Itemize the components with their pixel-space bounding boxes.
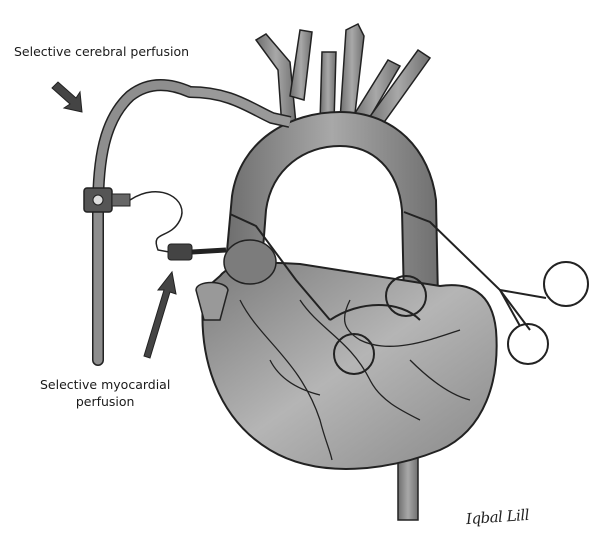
label-selective-cerebral-perfusion: Selective cerebral perfusion xyxy=(14,43,189,60)
label-myocardial-line1: Selective myocardial xyxy=(40,376,170,393)
stopcock-icon xyxy=(84,188,130,212)
aortic-root xyxy=(224,240,276,284)
cannula-icon xyxy=(168,244,226,260)
label-selective-myocardial-perfusion: Selective myocardial perfusion xyxy=(40,376,170,410)
heart xyxy=(202,263,496,469)
cerebral-arrow xyxy=(52,82,82,112)
myocardial-arrow xyxy=(144,272,176,358)
label-myocardial-line2: perfusion xyxy=(40,393,170,410)
